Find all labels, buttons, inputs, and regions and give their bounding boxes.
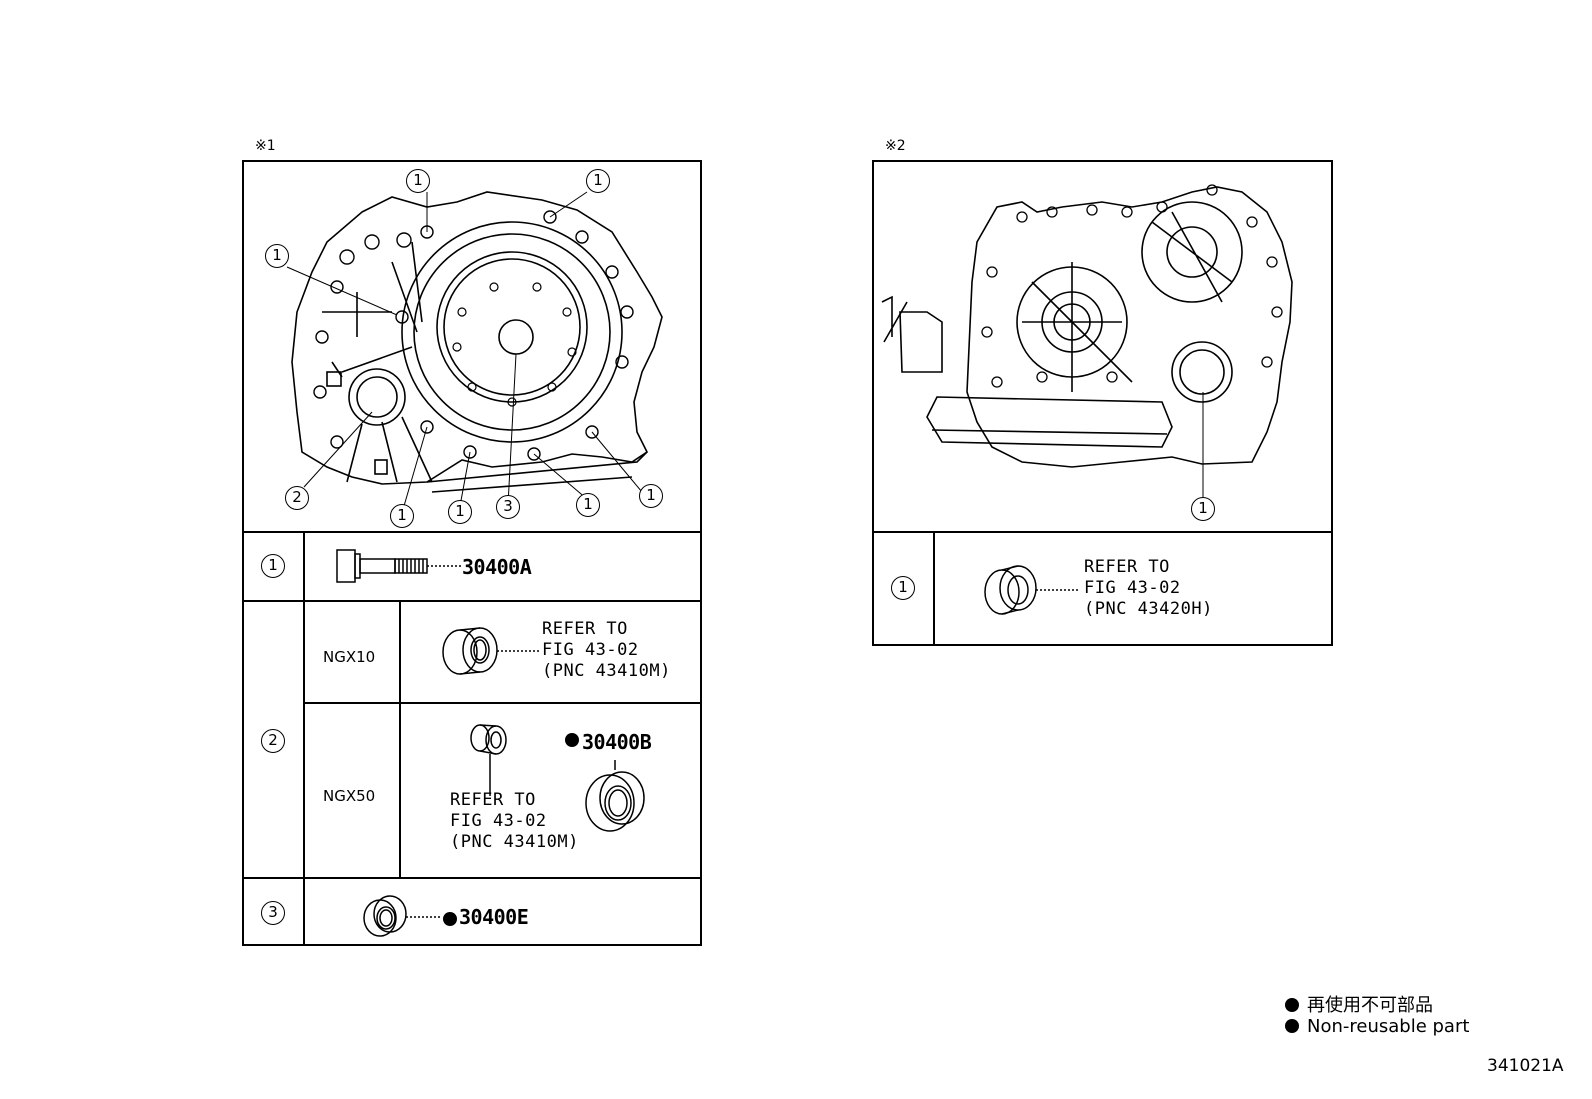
variant-label-ngx50: NGX50 [323, 787, 376, 805]
callout-3: 3 [496, 495, 520, 519]
callout-1: 1 [406, 169, 430, 193]
non-reusable-part-30400B [565, 731, 587, 750]
oil-seal-icon [363, 895, 442, 937]
section-marker-2: ※2 [885, 138, 906, 154]
variant-label-ngx10: NGX10 [323, 648, 376, 666]
part-number-30400E: 30400E [459, 905, 529, 929]
small-bearing-icon [470, 724, 507, 796]
refer-text-ngx50: REFER TO FIG 43-02 (PNC 43410M) [450, 790, 579, 852]
oil-seal-icon [585, 760, 645, 832]
non-reusable-dot-icon [1285, 1019, 1299, 1033]
row-index-2: 2 [261, 729, 285, 753]
legend-japanese: 再使用不可部品 [1285, 991, 1433, 1017]
callout-1: 1 [586, 169, 610, 193]
callout-1: 1 [1191, 497, 1215, 521]
transaxle-front-illustration [286, 191, 663, 507]
oil-seal-icon [442, 627, 540, 675]
right-diagram-panel [872, 160, 1333, 646]
row-index-1: 1 [261, 554, 285, 578]
callout-1: 1 [390, 504, 414, 528]
figure-id: 341021A [1487, 1056, 1564, 1076]
callout-1: 1 [265, 244, 289, 268]
non-reusable-part-30400E [443, 910, 465, 929]
bolt-icon [336, 549, 461, 583]
section-marker-1: ※1 [255, 138, 276, 154]
refer-text-right: REFER TO FIG 43-02 (PNC 43420H) [1084, 557, 1213, 619]
non-reusable-dot-icon [1285, 998, 1299, 1012]
legend-english: Non-reusable part [1285, 1016, 1469, 1037]
callout-2: 2 [285, 486, 309, 510]
transaxle-side-illustration [881, 184, 1293, 497]
callout-1: 1 [576, 493, 600, 517]
non-reusable-dot-icon [443, 912, 457, 926]
callout-1: 1 [639, 484, 663, 508]
callout-1: 1 [448, 500, 472, 524]
legend-english-text: Non-reusable part [1307, 1016, 1470, 1037]
oil-seal-icon [984, 565, 1080, 615]
row-index-1: 1 [891, 576, 915, 600]
row-index-3: 3 [261, 901, 285, 925]
non-reusable-dot-icon [565, 733, 579, 747]
left-diagram-panel [242, 160, 702, 946]
legend-japanese-text: 再使用不可部品 [1307, 995, 1433, 1016]
part-number-30400B: 30400B [582, 730, 652, 754]
part-number-30400A: 30400A [462, 555, 532, 579]
refer-text-ngx10: REFER TO FIG 43-02 (PNC 43410M) [542, 619, 671, 681]
